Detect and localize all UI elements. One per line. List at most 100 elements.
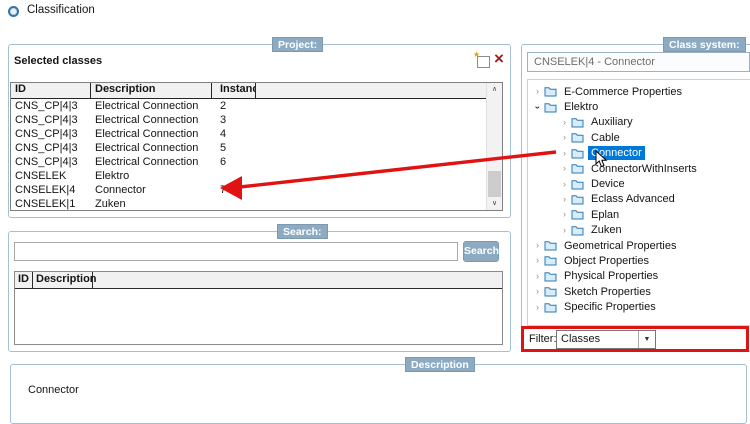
tree-item-label: ConnectorWithInserts <box>591 162 697 175</box>
chevron-right-icon[interactable]: › <box>563 132 566 143</box>
table-row[interactable]: CNSELEK|1 Zuken <box>11 197 487 211</box>
cell-description: Zuken <box>95 198 126 210</box>
tree-item-geometrical-properties[interactable]: › Geometrical Properties <box>528 238 750 253</box>
cell-id: CNS_CP|4|3 <box>15 156 78 168</box>
tree-item-connector[interactable]: › Connector <box>528 146 750 161</box>
chevron-right-icon[interactable]: › <box>536 286 539 297</box>
column-header-description[interactable]: Description <box>33 272 97 288</box>
table-row[interactable]: CNS_CP|4|3 Electrical Connection 4 <box>11 127 487 141</box>
tree-item-physical-properties[interactable]: › Physical Properties <box>528 269 750 284</box>
cell-instance: 2 <box>220 100 227 112</box>
tree-item-label: Cable <box>591 131 620 144</box>
column-header-id[interactable]: ID <box>11 83 91 98</box>
tree-item-specific-properties[interactable]: › Specific Properties <box>528 299 750 314</box>
window-title: Classification <box>27 4 95 16</box>
column-header-description[interactable]: Description <box>91 83 212 98</box>
description-group-label: Description <box>405 357 475 372</box>
tree-item-label: Eclass Advanced <box>591 193 675 206</box>
chevron-right-icon[interactable]: › <box>563 178 566 189</box>
tree-item-zuken[interactable]: › Zuken <box>528 223 750 238</box>
tree-item-elektro[interactable]: › Elektro <box>528 99 750 114</box>
tree-item-eclass-advanced[interactable]: › Eclass Advanced <box>528 192 750 207</box>
tree-item-label: Geometrical Properties <box>564 239 677 252</box>
search-results-table: ID Description <box>14 271 503 345</box>
add-class-icon[interactable]: ★ <box>473 50 490 68</box>
tree-item-cable[interactable]: › Cable <box>528 130 750 145</box>
search-button[interactable]: Search <box>463 241 499 262</box>
filter-label: Filter: <box>529 333 557 345</box>
table-row[interactable]: CNS_CP|4|3 Electrical Connection 6 <box>11 155 487 169</box>
filter-dropdown[interactable]: Classes ▼ <box>556 330 656 349</box>
tree-item-ecommerce-properties[interactable]: › E-Commerce Properties <box>528 84 750 99</box>
scroll-down-icon[interactable]: ∨ <box>491 200 498 207</box>
tree-item-connectorwithinserts[interactable]: › ConnectorWithInserts <box>528 161 750 176</box>
table-row[interactable]: CNSELEK Elektro <box>11 169 487 183</box>
cell-id: CNSELEK <box>15 170 67 182</box>
table-row[interactable]: CNS_CP|4|3 Electrical Connection 5 <box>11 141 487 155</box>
tree-item-eplan[interactable]: › Eplan <box>528 207 750 222</box>
tree-item-label: Specific Properties <box>564 301 656 314</box>
folder-icon <box>544 86 557 97</box>
tree-item-label: Eplan <box>591 208 620 221</box>
chevron-right-icon[interactable]: › <box>563 147 566 158</box>
tree-item-label: Object Properties <box>564 254 649 267</box>
cell-description: Electrical Connection <box>95 156 199 168</box>
table-row[interactable]: CNS_CP|4|3 Electrical Connection 2 <box>11 99 487 113</box>
chevron-down-icon[interactable]: ▼ <box>638 331 655 348</box>
chevron-right-icon[interactable]: › <box>563 193 566 204</box>
search-group-label: Search: <box>277 224 328 239</box>
chevron-right-icon[interactable]: › <box>536 270 539 281</box>
scroll-up-icon[interactable]: ∧ <box>491 86 498 93</box>
tree-item-label-selected: Connector <box>588 146 645 161</box>
folder-icon <box>544 102 557 113</box>
selected-class-field[interactable]: CNSELEK|4 - Connector <box>527 52 750 72</box>
cell-instance: 3 <box>220 114 227 126</box>
tree-item-label: Auxiliary <box>591 116 633 129</box>
folder-icon <box>571 117 584 128</box>
filter-selected-option: Classes <box>561 333 601 345</box>
class-system-group-label: Class system: <box>663 37 746 52</box>
cell-instance <box>212 197 256 211</box>
chevron-right-icon[interactable]: › <box>563 116 566 127</box>
tree-item-auxiliary[interactable]: › Auxiliary <box>528 115 750 130</box>
folder-icon <box>571 179 584 190</box>
chevron-right-icon[interactable]: › <box>563 163 566 174</box>
column-header-instance[interactable]: Instance <box>212 83 256 98</box>
chevron-down-icon[interactable]: › <box>533 105 543 109</box>
tree-item-object-properties[interactable]: › Object Properties <box>528 253 750 268</box>
scrollbar-thumb[interactable] <box>488 171 501 197</box>
cell-instance: 5 <box>220 142 227 154</box>
chevron-right-icon[interactable]: › <box>563 209 566 220</box>
selected-classes-table-header: ID Description Instance <box>11 83 487 99</box>
folder-icon <box>571 163 584 174</box>
selected-classes-table: ID Description Instance CNS_CP|4|3 Elect… <box>10 82 503 211</box>
chevron-right-icon[interactable]: › <box>563 224 566 235</box>
tree-item-label: Device <box>591 178 625 191</box>
chevron-right-icon[interactable]: › <box>536 255 539 266</box>
table-row[interactable]: CNSELEK|4 Connector 7 <box>11 183 487 197</box>
folder-icon <box>544 255 557 266</box>
cell-id: CNS_CP|4|3 <box>15 114 78 126</box>
column-header-id[interactable]: ID <box>15 272 33 288</box>
chevron-right-icon[interactable]: › <box>536 301 539 312</box>
table-row[interactable]: CNS_CP|4|3 Electrical Connection 3 <box>11 113 487 127</box>
tree-item-label: Physical Properties <box>564 270 659 283</box>
cell-id: CNSELEK|4 <box>15 184 76 196</box>
cell-id: CNS_CP|4|3 <box>15 128 78 140</box>
folder-icon <box>544 271 557 282</box>
tree-item-sketch-properties[interactable]: › Sketch Properties <box>528 284 750 299</box>
project-groupbox <box>8 44 511 218</box>
cell-description: Elektro <box>95 170 130 182</box>
chevron-right-icon[interactable]: › <box>536 240 539 251</box>
search-input[interactable] <box>14 242 458 261</box>
remove-class-icon[interactable]: × <box>494 49 504 68</box>
vertical-scrollbar[interactable]: ∧ ∨ <box>486 83 502 210</box>
cell-description: Connector <box>95 184 146 196</box>
description-groupbox <box>10 364 747 424</box>
search-results-header: ID Description <box>15 272 502 289</box>
chevron-right-icon[interactable]: › <box>536 86 539 97</box>
tree-item-label: Elektro <box>564 101 599 114</box>
tree-item-device[interactable]: › Device <box>528 176 750 191</box>
folder-icon <box>544 286 557 297</box>
cell-id: CNSELEK|1 <box>15 198 76 210</box>
